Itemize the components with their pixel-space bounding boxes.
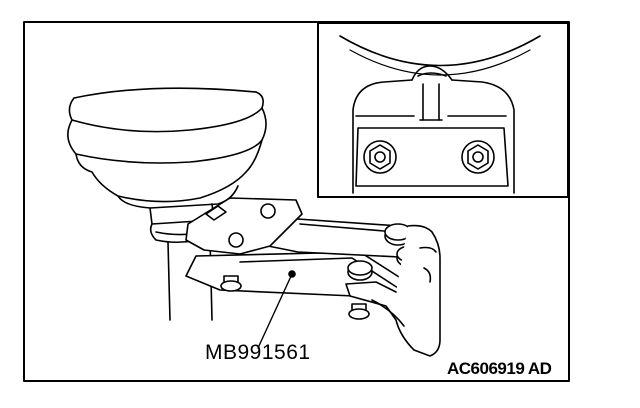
detail-inset: [317, 22, 569, 198]
inset-frame: [317, 22, 569, 198]
figure-frame: [23, 21, 570, 382]
tool-lower-bolt: [220, 275, 370, 320]
leader-line: [257, 273, 293, 349]
inset-band-tab: [411, 65, 453, 81]
tool-adjusting-knob-upper: [384, 223, 412, 246]
inset-shaft-arc: [339, 35, 541, 67]
inset-clamp-plate: [355, 127, 509, 187]
hand: [345, 224, 441, 357]
figure-id-label: AC606919 AD: [447, 359, 552, 378]
tool-number-label: MB991561: [205, 341, 311, 364]
drive-shaft: [167, 241, 171, 321]
inset-bolt-right: [461, 140, 495, 174]
tool-nut-bottom: [347, 260, 373, 281]
inset-bolt-left: [363, 140, 397, 174]
